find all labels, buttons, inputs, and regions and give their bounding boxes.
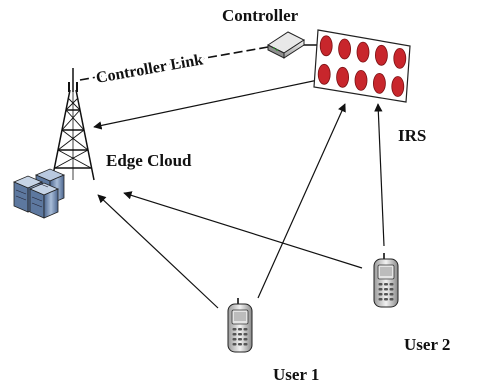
links xyxy=(79,44,385,309)
irs-element xyxy=(354,70,368,91)
edge-cloud-label: Edge Cloud xyxy=(106,151,192,170)
controller-link-label: Controller Link xyxy=(95,51,205,87)
controller-link-line xyxy=(79,46,269,81)
user1-label: User 1 xyxy=(273,365,319,384)
antenna-tower-icon xyxy=(51,68,95,181)
irs-label: IRS xyxy=(398,126,426,145)
irs-element xyxy=(356,41,370,63)
irs-element xyxy=(393,48,407,69)
user2-to-irs-arrow xyxy=(374,103,385,247)
user1-to-irs-arrow xyxy=(257,103,346,299)
irs-elements xyxy=(317,35,407,97)
user1-phone-icon xyxy=(227,298,253,353)
irs-element xyxy=(372,73,386,94)
irs-element xyxy=(319,35,333,57)
irs-panel xyxy=(313,29,411,103)
irs-to-bs-arrow xyxy=(93,79,319,130)
controller-label: Controller xyxy=(222,6,299,25)
irs-element xyxy=(336,66,350,88)
user2-to-bs-arrow xyxy=(123,191,363,269)
user1-to-bs-arrow xyxy=(97,194,219,309)
server-rack-icon xyxy=(12,168,66,219)
irs-element xyxy=(391,76,405,97)
irs-element xyxy=(317,63,331,85)
irs-element xyxy=(338,38,352,60)
irs-element xyxy=(374,44,388,66)
user2-label: User 2 xyxy=(404,335,450,354)
controller-router-icon xyxy=(266,31,306,59)
user2-phone-icon xyxy=(373,253,399,308)
